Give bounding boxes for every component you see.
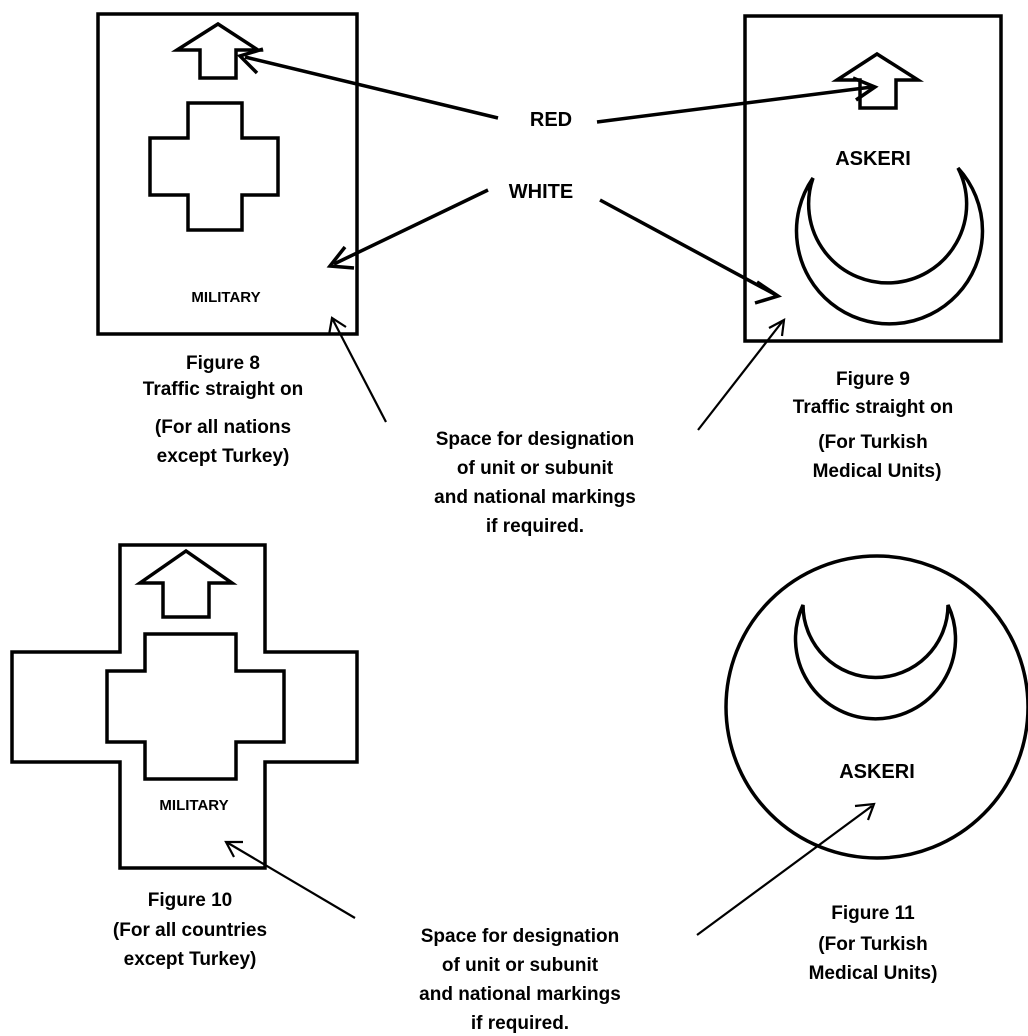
figure-10-line-2: except Turkey) xyxy=(124,949,257,970)
space-note-bottom-line-2: of unit or subunit xyxy=(442,955,599,976)
figure-8-line-2: (For all nations xyxy=(155,417,291,438)
figure-9-askeri-label: ASKERI xyxy=(835,148,911,170)
red-pointer-fig8 xyxy=(236,47,499,120)
figure-10-cross-panel xyxy=(10,543,359,870)
figure-10-caption: Figure 10 (For all countries except Turk… xyxy=(113,890,267,970)
figure-10-cross-icon xyxy=(105,632,286,781)
figure-9-line-2: (For Turkish xyxy=(818,432,927,453)
figure-8-line-3: except Turkey) xyxy=(157,446,290,467)
space-pointer-fig9 xyxy=(697,318,786,431)
space-note-top-line-4: if required. xyxy=(486,516,584,537)
white-label: WHITE xyxy=(509,181,573,203)
figure-11-line-1: (For Turkish xyxy=(818,934,927,955)
space-note-top-line-2: of unit or subunit xyxy=(457,458,614,479)
white-pointer-fig8 xyxy=(326,188,489,270)
space-note-bottom-line-3: and national markings xyxy=(419,984,621,1005)
figure-10-line-1: (For all countries xyxy=(113,920,267,941)
figure-10-sign: MILITARY xyxy=(10,543,359,870)
space-pointer-fig8 xyxy=(327,316,387,423)
figure-9-crescent-icon xyxy=(794,166,985,326)
red-pointer-fig9 xyxy=(596,76,879,124)
figure-9-line-3: Medical Units) xyxy=(813,461,942,482)
figure-9-title: Figure 9 xyxy=(836,369,910,390)
space-note-bottom-line-1: Space for designation xyxy=(421,926,619,947)
figure-11-disc xyxy=(724,554,1028,860)
figure-8-line-1: Traffic straight on xyxy=(143,379,303,400)
space-note-top: Space for designation of unit or subunit… xyxy=(434,429,636,537)
figure-8-sign: MILITARY xyxy=(96,12,359,336)
space-pointer-fig11 xyxy=(696,802,876,936)
figure-11-line-2: Medical Units) xyxy=(809,963,938,984)
figure-9-line-1: Traffic straight on xyxy=(793,397,953,418)
figure-11-sign: ASKERI xyxy=(724,554,1028,860)
space-pointer-fig10 xyxy=(224,840,356,919)
space-note-bottom: Space for designation of unit or subunit… xyxy=(419,926,621,1034)
figure-10-title: Figure 10 xyxy=(148,890,232,911)
red-label: RED xyxy=(530,109,572,131)
figure-8-panel xyxy=(96,12,359,336)
space-note-bottom-line-4: if required. xyxy=(471,1013,569,1034)
figure-10-up-arrow-icon xyxy=(134,548,238,619)
figure-9-sign: ASKERI xyxy=(743,14,1003,343)
white-pointer-fig9 xyxy=(599,198,783,305)
figure-9-up-arrow-icon xyxy=(831,51,925,110)
figure-8-cross-icon xyxy=(148,101,280,232)
space-note-top-line-3: and national markings xyxy=(434,487,636,508)
figure-8-up-arrow-icon xyxy=(170,21,264,80)
figure-8-military-label: MILITARY xyxy=(191,289,260,306)
figure-8-caption: Figure 8 Traffic straight on (For all na… xyxy=(143,353,303,467)
figure-11-crescent-icon xyxy=(793,604,958,721)
figure-11-askeri-label: ASKERI xyxy=(839,761,915,783)
figure-11-caption: Figure 11 (For Turkish Medical Units) xyxy=(809,903,938,984)
space-note-top-line-1: Space for designation xyxy=(436,429,634,450)
figure-9-panel xyxy=(743,14,1003,343)
figure-10-military-label: MILITARY xyxy=(159,797,228,814)
figure-11-title: Figure 11 xyxy=(831,903,915,924)
figure-8-title: Figure 8 xyxy=(186,353,260,374)
figure-9-caption: Figure 9 Traffic straight on (For Turkis… xyxy=(793,369,953,482)
